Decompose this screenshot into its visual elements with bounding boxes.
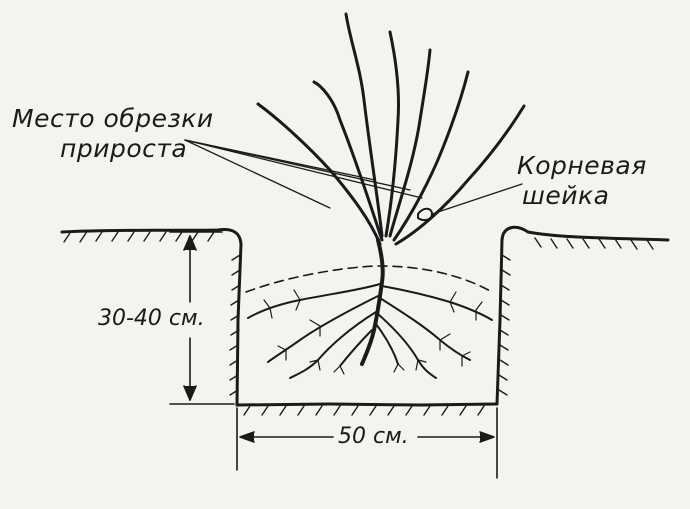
soil-mound-line: [245, 265, 493, 293]
root-collar-label-line1: Корневая: [517, 151, 647, 180]
root-collar-knot: [417, 207, 433, 222]
ground-hatching-left: [63, 231, 215, 243]
wall-hatching-left: [229, 254, 241, 396]
shoots: [256, 12, 526, 246]
pruning-label-line2: прироста: [60, 134, 188, 163]
root-collar-leader-line: [431, 183, 523, 215]
width-label: 50 см.: [338, 424, 409, 449]
depth-arrow-bottom: [183, 385, 197, 401]
pruning-label-line1: Место обрезки: [12, 104, 214, 133]
width-arrow-left: [239, 431, 255, 443]
pruning-leader-lines: [184, 139, 423, 209]
rootlets: [263, 289, 483, 375]
pit-bottom: [235, 402, 499, 407]
wall-hatching-right: [498, 254, 511, 396]
pit-right-wall: [495, 238, 504, 406]
width-arrow-right: [479, 431, 495, 443]
depth-label: 30-40 см.: [98, 306, 205, 331]
roots: [247, 283, 493, 379]
pit-left-wall: [235, 242, 243, 407]
trunk: [360, 238, 385, 366]
ground-left: [60, 228, 243, 246]
ground-right: [500, 225, 670, 242]
depth-arrow-top: [183, 235, 197, 251]
bottom-hatching: [243, 405, 485, 416]
root-collar-label-line2: шейка: [522, 181, 610, 210]
ground-hatching-right: [534, 237, 654, 250]
